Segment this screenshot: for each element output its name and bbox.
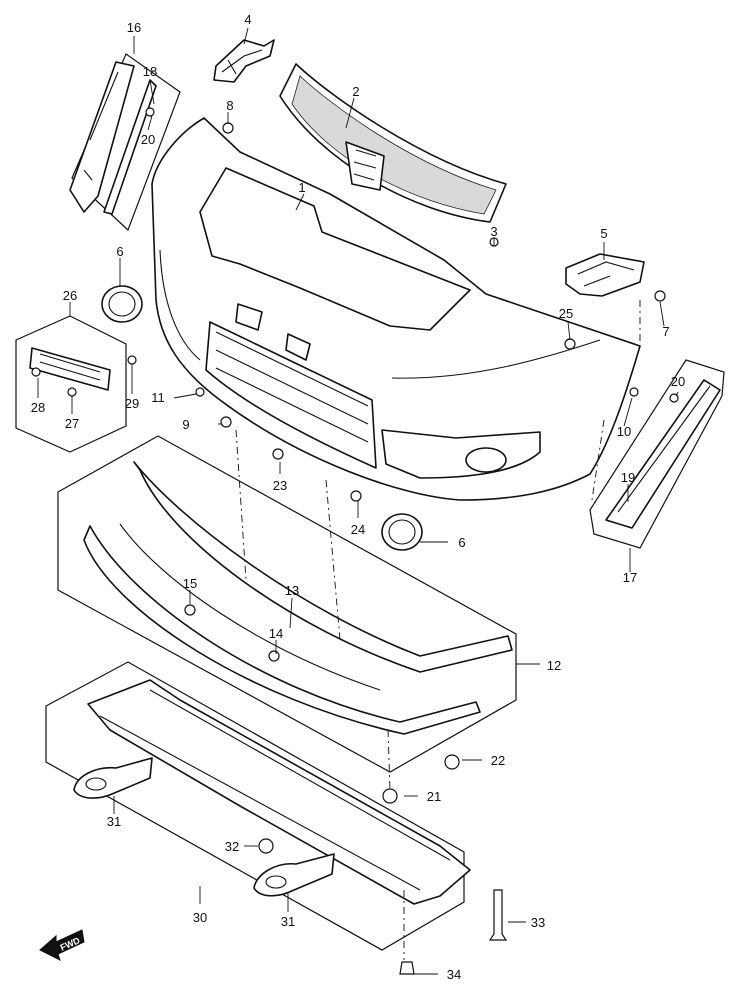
callout-18: 18 <box>143 64 157 79</box>
lower-spoiler <box>133 461 513 673</box>
license-plate-bracket <box>29 347 111 391</box>
callout-19: 19 <box>621 470 635 485</box>
frame-group-12 <box>57 435 517 773</box>
callout-13: 13 <box>285 583 299 598</box>
callout-29: 29 <box>125 396 139 411</box>
callout-7: 7 <box>662 324 669 339</box>
callout-14: 14 <box>269 626 283 641</box>
callout-27: 27 <box>65 416 79 431</box>
callout-20-right: 20 <box>671 374 685 389</box>
callout-26: 26 <box>63 288 77 303</box>
fog-lamp-cover-right <box>381 513 423 551</box>
callout-4: 4 <box>244 12 251 27</box>
callout-22: 22 <box>491 753 505 768</box>
fog-lamp-cover-left <box>101 285 143 323</box>
bracket-side-right <box>565 253 645 297</box>
leader-lines <box>37 27 679 975</box>
callout-23: 23 <box>273 478 287 493</box>
callout-8: 8 <box>226 98 233 113</box>
callout-15: 15 <box>183 576 197 591</box>
callout-21: 21 <box>427 789 441 804</box>
side-trim-left <box>69 61 157 215</box>
under-cover <box>83 523 481 735</box>
fwd-label: FWD <box>59 935 82 953</box>
callout-3: 3 <box>490 224 497 239</box>
tow-hook-bracket-left <box>73 757 153 799</box>
callout-6-left: 6 <box>116 244 123 259</box>
callout-9: 9 <box>182 417 189 432</box>
callout-5: 5 <box>600 226 607 241</box>
callout-34: 34 <box>447 967 461 982</box>
lower-reinforcement <box>87 679 471 905</box>
callout-labels: 1 2 3 4 5 6 6 7 8 9 10 11 12 13 14 15 16… <box>31 12 685 982</box>
forward-arrow-icon: FWD <box>39 929 85 961</box>
frame-group-30 <box>45 661 465 951</box>
callout-16: 16 <box>127 20 141 35</box>
callout-12: 12 <box>547 658 561 673</box>
callout-17: 17 <box>623 570 637 585</box>
callout-11: 11 <box>151 390 165 405</box>
callout-33: 33 <box>531 915 545 930</box>
callout-30: 30 <box>193 910 207 925</box>
callout-2: 2 <box>352 84 359 99</box>
upper-grille <box>279 63 507 223</box>
front-bumper-cover <box>151 117 641 501</box>
callout-31-right: 31 <box>281 914 295 929</box>
callout-10: 10 <box>617 424 631 439</box>
frame-group-26 <box>15 315 127 453</box>
callout-25: 25 <box>559 306 573 321</box>
callout-1: 1 <box>298 180 305 195</box>
side-trim-right <box>605 379 721 529</box>
frame-group-17 <box>589 359 725 549</box>
assembly-guide-lines <box>235 300 641 960</box>
bracket-upper-center <box>213 39 275 83</box>
callout-31-left: 31 <box>107 814 121 829</box>
callout-32: 32 <box>225 839 239 854</box>
callout-28: 28 <box>31 400 45 415</box>
callout-20-left: 20 <box>141 132 155 147</box>
tow-hook-bracket-right <box>253 853 335 897</box>
callout-6-right: 6 <box>458 535 465 550</box>
callout-24: 24 <box>351 522 365 537</box>
